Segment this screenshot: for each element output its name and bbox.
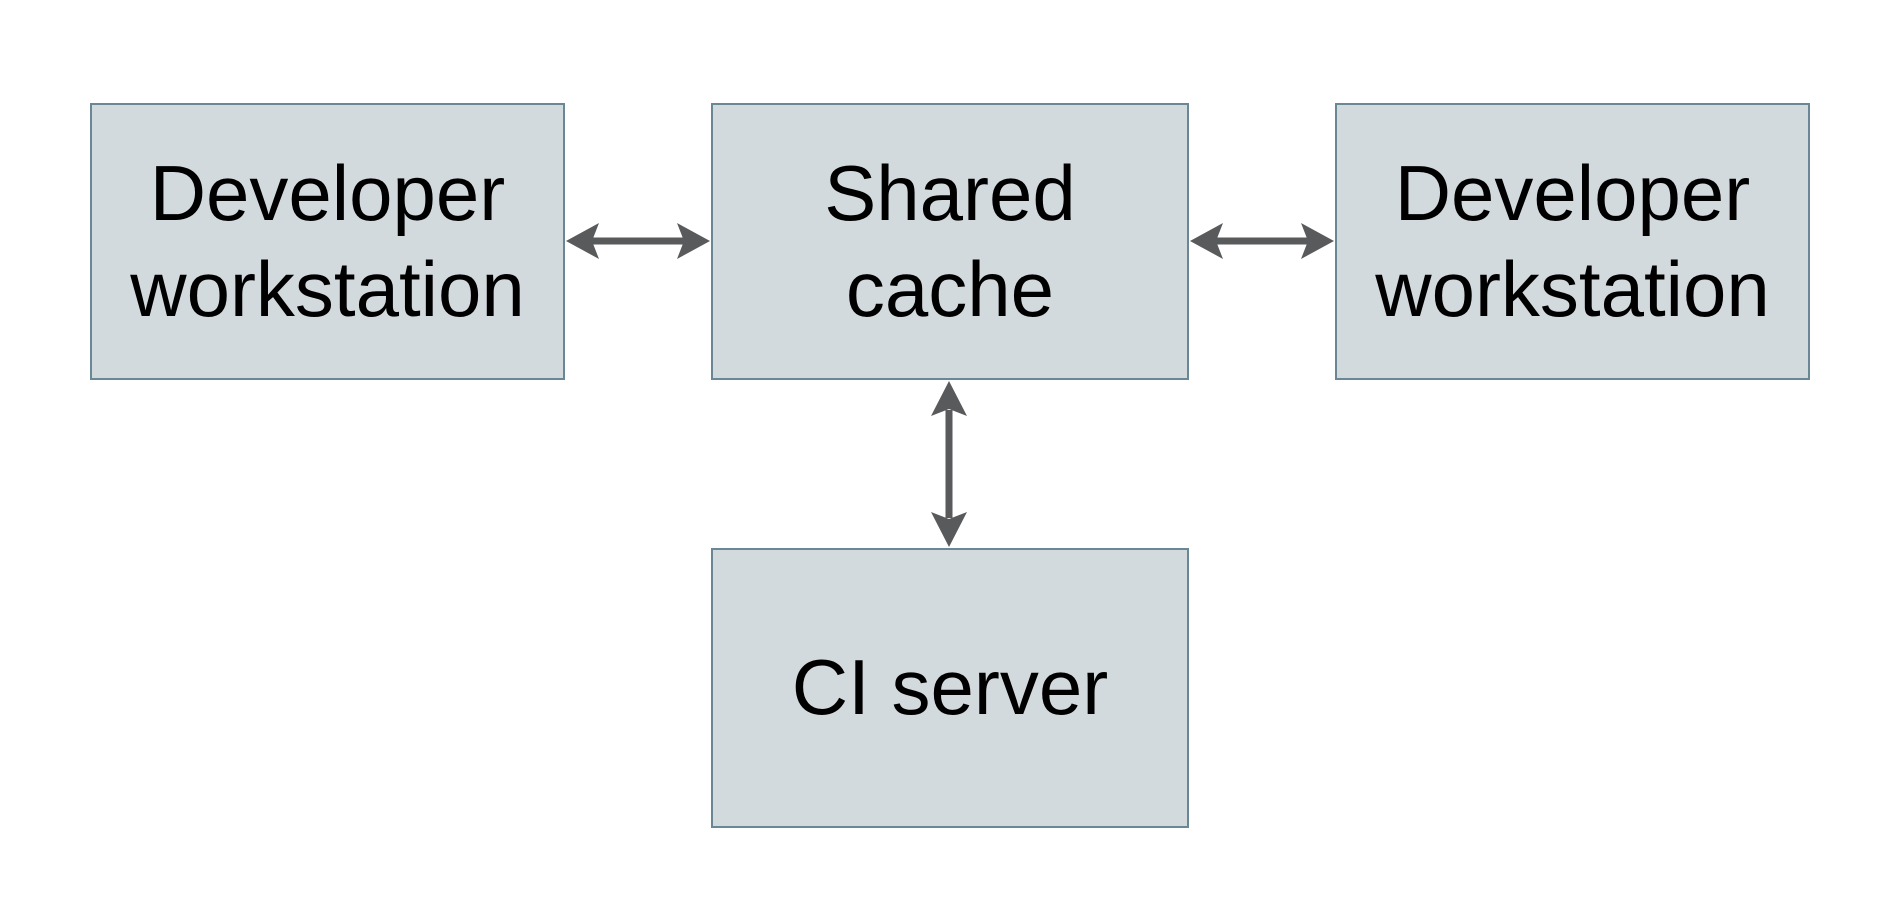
- bidirectional-arrow-left-icon: [566, 223, 710, 259]
- node-label-developer-workstation-left: Developer workstation: [130, 149, 525, 333]
- bidirectional-arrow-vertical-icon: [931, 381, 967, 547]
- node-ci-server: CI server: [711, 548, 1189, 828]
- node-developer-workstation-left: Developer workstation: [90, 103, 565, 380]
- bidirectional-arrow-right-icon: [1190, 223, 1334, 259]
- node-label-shared-cache: Shared cache: [824, 149, 1076, 333]
- node-label-ci-server: CI server: [791, 643, 1109, 732]
- node-developer-workstation-right: Developer workstation: [1335, 103, 1810, 380]
- node-shared-cache: Shared cache: [711, 103, 1189, 380]
- node-label-developer-workstation-right: Developer workstation: [1375, 149, 1770, 333]
